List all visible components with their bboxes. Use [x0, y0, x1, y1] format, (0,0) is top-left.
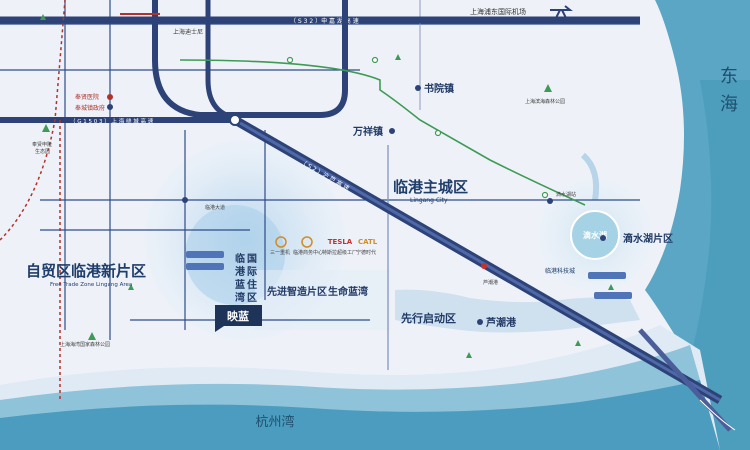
dishui-lake-label: 滴水湖: [583, 230, 607, 240]
fengxian-hospital-dot: [107, 94, 113, 100]
bridge-line: [699, 399, 736, 431]
wanxiang-town: 万祥镇: [352, 125, 383, 138]
tag-2: [186, 263, 224, 270]
project-name[interactable]: 映蓝: [227, 309, 249, 323]
company-catl: 宁德时代: [356, 249, 376, 256]
catl-mark: CATL: [358, 238, 378, 246]
shengming-label: 生命蓝湾: [328, 285, 368, 298]
intl-char-5: 蓝: [235, 278, 245, 291]
fengxian-ecology-2: 生态园: [35, 148, 50, 155]
ftz-label: 自贸区临港新片区: [26, 262, 146, 280]
interchange: [229, 114, 241, 126]
east-sea-char-2: 海: [720, 94, 738, 115]
ring-connector: [205, 0, 236, 121]
company-tesla: 特斯拉超级工厂: [322, 249, 357, 256]
tag-4: [594, 292, 632, 299]
airport-label: 上海浦东国际机场: [470, 7, 526, 16]
intl-char-7: 湾: [235, 291, 245, 304]
tag-3: [588, 272, 626, 279]
company-sany: 三一重机: [270, 249, 290, 256]
hangzhou-bay-label: 杭州湾: [255, 414, 294, 430]
dishui-lake: [570, 210, 620, 260]
xianjin-label: 先进智造片区: [267, 285, 327, 298]
intl-char-4: 际: [247, 266, 257, 278]
lingang-keji-label: 临港科技城: [545, 267, 575, 275]
wanxiang-dot: [389, 128, 395, 134]
main-city-en: Lingang City: [410, 197, 448, 204]
project-badge-shape[interactable]: [215, 305, 262, 332]
disney-label: 上海迪士尼: [173, 28, 203, 36]
avenue-station: [182, 197, 188, 203]
ring-road: [152, 0, 348, 118]
intl-char-6: 住: [247, 278, 257, 291]
poi-red-dot: [481, 263, 487, 269]
planned-line-west: [0, 0, 66, 241]
minor-roads: [0, 0, 640, 340]
metro-line-green: [179, 59, 586, 206]
fengcheng-gov: 奉城镇政府: [75, 104, 105, 112]
xianjin-zone: [255, 270, 390, 330]
fengxian-hospital: 奉贤医院: [75, 93, 99, 101]
s2-inner: [234, 118, 721, 402]
company-markers: TESLA CATL 三一重机 临港商务中心 特斯拉超级工厂 宁德时代: [270, 236, 378, 256]
luchao-town: 芦潮港: [486, 316, 517, 329]
donghai-bridge: [638, 328, 732, 432]
airport-icon: [550, 5, 573, 19]
main-city-label: 临港主城区: [393, 178, 468, 196]
intl-char-8: 区: [247, 292, 257, 304]
deep-sea: [690, 80, 750, 450]
intl-char-2: 国: [247, 253, 257, 265]
tag-1: [186, 251, 224, 258]
intl-char-3: 港: [235, 265, 246, 278]
international-district-label: 临 国 港 际 蓝 住 湾 区: [235, 252, 257, 304]
fengcheng-dot: [107, 104, 113, 110]
tree-icons: [40, 14, 614, 358]
tesla-mark: TESLA: [328, 238, 353, 246]
sany-icon: [275, 236, 287, 248]
s32-label: （ S 3 2 ）申 嘉 湖 高 速: [290, 17, 359, 25]
business-center-icon: [301, 236, 313, 248]
project-marker[interactable]: 映蓝: [215, 305, 262, 332]
green-stations: [286, 56, 549, 199]
company-business-center: 临港商务中心: [293, 249, 323, 256]
shuyuan-dot: [415, 85, 421, 91]
luchao-dot: [477, 319, 483, 325]
district-marker: [600, 235, 606, 241]
hangzhou-bay: [0, 380, 720, 450]
shuyuan-town: 书院镇: [424, 82, 454, 95]
east-sea-char-1: 东: [720, 66, 738, 87]
haiwan-forest: 上海海湾国家森林公园: [60, 341, 110, 348]
brand-tags: [186, 251, 632, 299]
dishui-district-label: 滴水湖片区: [623, 232, 673, 245]
luchao-poi: 芦潮港: [483, 279, 498, 286]
intl-char-1: 临: [235, 252, 245, 265]
ftz-en: Free Trade Zone Lingang Area: [50, 282, 132, 288]
dishui-station-label: 滴水湖站: [556, 191, 576, 198]
xianxing-label: 先行启动区: [401, 311, 456, 325]
nanhui-forest: 上海滨海森林公园: [525, 98, 565, 105]
g1503-label: （ G 1 5 0 3 ） 上 海 绕 城 高 速: [70, 117, 154, 125]
lake-canal: [580, 152, 600, 201]
fengxian-ecology-1: 奉贤申隆: [32, 141, 52, 148]
lingang-avenue-label: 临港大道: [205, 204, 225, 211]
lake-station: [547, 198, 553, 204]
